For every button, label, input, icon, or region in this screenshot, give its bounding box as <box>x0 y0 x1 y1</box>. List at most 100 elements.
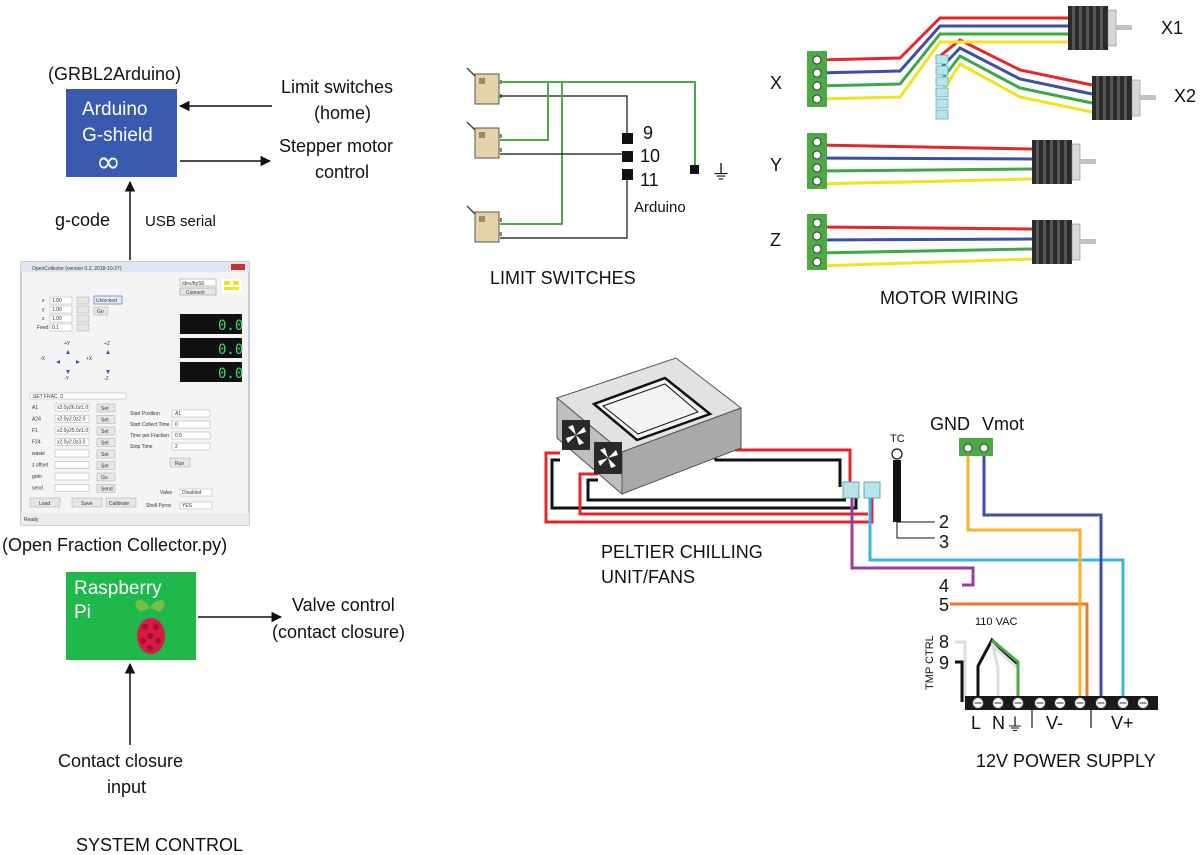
psu-n-label: N <box>992 713 1005 733</box>
preset-label: z offset <box>32 463 49 469</box>
preset-input[interactable] <box>54 403 90 412</box>
arduino-gshield-box: Arduino G-shield ∞ <box>66 89 177 180</box>
jog-plus-x[interactable]: +X <box>86 356 93 362</box>
usb-serial-label: USB serial <box>145 213 216 230</box>
param-input[interactable] <box>171 442 211 451</box>
motor-wiring-section: X Y Z X1 X2 MOTOR WIRING <box>770 6 1196 308</box>
input-label: input <box>107 777 146 797</box>
jog-plus-y[interactable]: +Y <box>64 341 71 347</box>
preset-set-button[interactable] <box>96 438 116 447</box>
feed-input[interactable] <box>49 323 73 332</box>
param-input[interactable] <box>171 420 211 429</box>
preset-input[interactable] <box>54 472 90 481</box>
pin9-wire <box>500 95 628 138</box>
peltier-connector-1 <box>842 481 860 499</box>
status-light-icon <box>224 281 239 290</box>
motor-wire <box>816 177 1033 186</box>
gnd-label: GND <box>930 414 970 434</box>
home-label: (home) <box>314 103 371 123</box>
close-window-icon[interactable] <box>231 264 245 270</box>
peltier-heading: PELTIER CHILLING <box>601 542 763 562</box>
stepper-motor-icon <box>1032 220 1096 264</box>
grbl-label: (GRBL2Arduino) <box>48 64 181 84</box>
terminal-8-wire <box>955 640 967 702</box>
app-window-screenshot: OpenCollector (version 0.2, 2018-10-27) … <box>20 261 250 526</box>
axis-z-input[interactable] <box>49 314 73 323</box>
axis-x-value: 1.00 <box>52 298 62 304</box>
switch2-green <box>500 82 549 141</box>
param-input[interactable] <box>171 409 211 418</box>
terminal-9-label: 9 <box>939 653 949 673</box>
preset-set-button[interactable] <box>96 472 116 482</box>
jog-plus-z[interactable]: +Z <box>104 341 110 347</box>
thermocouple-probe <box>893 460 901 522</box>
preset-input[interactable] <box>54 415 90 423</box>
fraction-select[interactable] <box>29 392 127 400</box>
calibrate-button-label: Calibrate <box>109 501 129 507</box>
calibrate-button[interactable] <box>105 497 137 508</box>
axis-y-label: y <box>42 307 45 313</box>
limit-switch-icon <box>466 121 502 159</box>
preset-input[interactable] <box>54 484 90 492</box>
motor-wire-x1 <box>816 32 1068 88</box>
x2-label: X2 <box>1174 86 1196 106</box>
jog-minus-x[interactable]: -X <box>40 356 46 362</box>
axis-inputs: x 1.00 y 1.00 z 1.00 Feed 0.1 <box>37 296 90 332</box>
run-button-label: Run <box>175 461 184 467</box>
port-select[interactable] <box>179 278 217 287</box>
jog-controls: +Y -X +X -Y +Z -Z <box>40 341 110 382</box>
motor-wire <box>816 156 1033 161</box>
preset-value: x2.0y2.0z3.0 <box>57 440 86 446</box>
preset-input[interactable] <box>54 461 90 469</box>
preset-label: A24 <box>32 417 41 423</box>
unlock-button[interactable] <box>93 295 123 305</box>
param-input[interactable] <box>171 431 211 440</box>
limit-switches-heading: LIMIT SWITCHES <box>490 268 636 288</box>
motor-wire <box>816 257 1033 268</box>
axis-y-input[interactable] <box>49 305 73 314</box>
app-caption: (Open Fraction Collector.py) <box>2 535 227 555</box>
param-label: Time per Fraction <box>130 433 169 439</box>
save-button[interactable] <box>71 497 103 508</box>
preset-set-label: Set <box>101 452 109 458</box>
terminal-5-label: 5 <box>939 595 949 615</box>
preset-value: x2.0y2.0z2.0 <box>57 417 86 423</box>
feed-set-button[interactable] <box>76 323 90 332</box>
preset-set-button[interactable] <box>96 415 116 424</box>
preset-input[interactable] <box>54 426 90 435</box>
valve-select[interactable] <box>179 488 213 497</box>
preset-input[interactable] <box>54 449 90 458</box>
connect-button[interactable] <box>179 287 217 296</box>
preset-set-button[interactable] <box>96 449 116 459</box>
go-button[interactable] <box>93 306 109 316</box>
preset-set-button[interactable] <box>96 403 116 413</box>
preset-input[interactable] <box>54 438 90 446</box>
preset-set-button[interactable] <box>96 461 116 470</box>
preset-label: A1 <box>32 405 38 411</box>
preset-label: waste <box>32 451 45 457</box>
raspberry-logo-icon <box>135 600 165 654</box>
terminal-9-wire <box>955 660 964 702</box>
pin9-block <box>622 133 633 144</box>
limit-switches-label: Limit switches <box>281 77 393 97</box>
axis-z-set-button[interactable] <box>76 314 90 323</box>
preset-set-button[interactable] <box>96 426 116 436</box>
axis-z-label: z <box>42 316 45 322</box>
axis-y-value: 1.00 <box>52 307 62 313</box>
jog-minus-z[interactable]: -Z <box>104 376 109 382</box>
load-button[interactable] <box>29 497 61 508</box>
psu-l-label: L <box>971 713 981 733</box>
preset-set-button[interactable] <box>96 484 116 493</box>
fan2-black-wire <box>586 478 846 502</box>
axis-x-set-button[interactable] <box>76 296 90 305</box>
limit-switches-section: 9 10 11 Arduino ⏚ LIMIT SWITCHES <box>466 67 731 288</box>
mode-select[interactable] <box>179 501 213 510</box>
axis-y-set-button[interactable] <box>76 305 90 314</box>
jog-minus-y[interactable]: -Y <box>64 376 70 382</box>
fan-red-wire <box>544 451 874 524</box>
param-label: Start Position <box>130 411 160 417</box>
axis-x-input[interactable] <box>49 296 73 305</box>
feed-value: 0.1 <box>52 325 59 331</box>
run-button[interactable] <box>169 457 191 468</box>
preset-set-label: Set <box>101 406 109 412</box>
